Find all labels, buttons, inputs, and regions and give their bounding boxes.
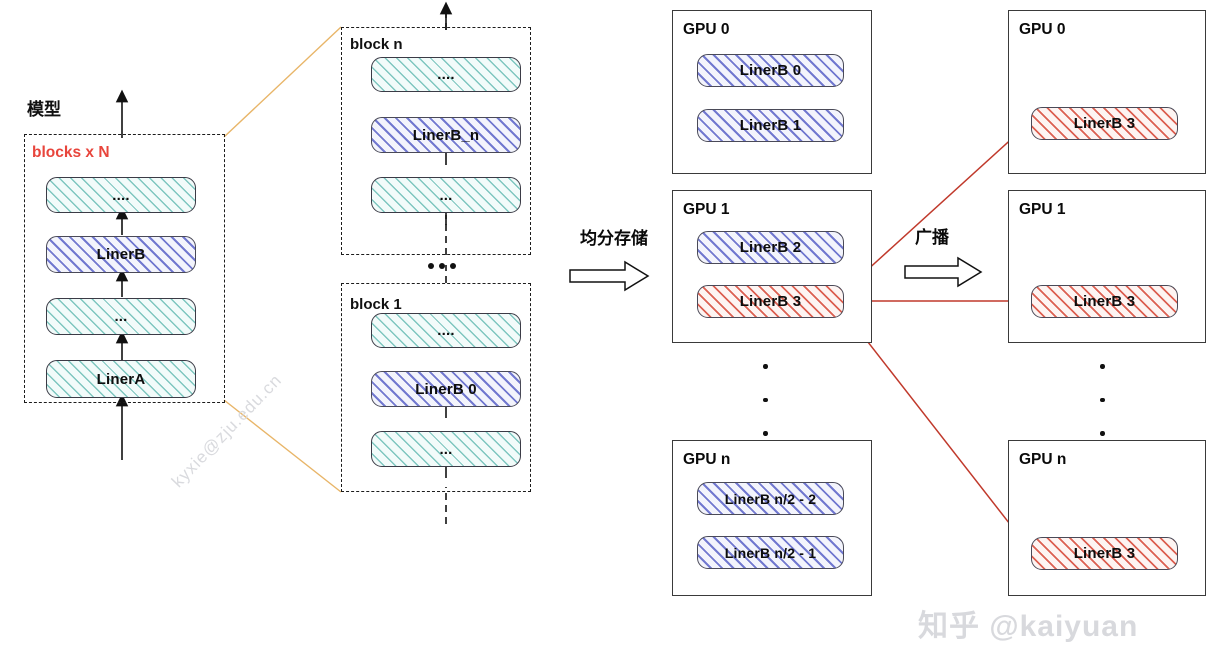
shard-column-ellipsis: [763, 364, 768, 465]
block-1-layer-linerb0: LinerB 0: [371, 371, 521, 407]
broadcast-gpu-0-box: [1008, 10, 1206, 174]
broadcast-label: 广播: [915, 228, 949, 247]
shard-gpu-0-item-0-text: LinerB 0: [739, 62, 802, 79]
block-1-layer-dots-bottom: ...: [371, 431, 521, 467]
block-n-layer-dots-top-text: ....: [437, 66, 455, 83]
blocks-dashed-container: [24, 134, 225, 403]
shard-gpu-n-title: GPU n: [683, 451, 731, 468]
shard-gpu-1-title: GPU 1: [683, 201, 730, 218]
model-layer-linerb-text: LinerB: [96, 246, 146, 263]
broadcast-gpu-n-title: GPU n: [1019, 451, 1067, 468]
shard-gpu-n-item-0: LinerB n/2 - 2: [697, 482, 844, 515]
shard-gpu-n-item-1-text: LinerB n/2 - 1: [724, 544, 817, 561]
blocks-ellipsis: [428, 263, 456, 269]
blocks-multiplier-label: blocks x N: [32, 144, 110, 161]
shard-gpu-1-item-0: LinerB 2: [697, 231, 844, 264]
shard-gpu-0-item-1-text: LinerB 1: [739, 117, 802, 134]
model-title: 模型: [27, 100, 61, 119]
broadcast-gpu-1-item-0: LinerB 3: [1031, 285, 1178, 318]
shard-label: 均分存储: [580, 229, 648, 248]
block-n-layer-linerb-text: LinerB_n: [412, 126, 480, 144]
model-layer-dots-top: ....: [46, 177, 196, 213]
model-layer-dots-mid: ...: [46, 298, 196, 335]
broadcast-gpu-1-item-0-text: LinerB 3: [1073, 293, 1136, 310]
block-1-layer-dots-bottom-text: ...: [439, 440, 453, 458]
shard-gpu-0-item-1: LinerB 1: [697, 109, 844, 142]
block-n-title: block n: [350, 36, 403, 53]
broadcast-gpu-0-title: GPU 0: [1019, 21, 1066, 38]
zhihu-watermark: 知乎 @kaiyuan: [918, 610, 1139, 643]
block-n-layer-dots-bottom: ...: [371, 177, 521, 213]
broadcast-gpu-0-item-0: LinerB 3: [1031, 107, 1178, 140]
block-1-title: block 1: [350, 296, 402, 313]
shard-gpu-n-item-0-text: LinerB n/2 - 2: [724, 490, 817, 507]
shard-gpu-1-item-0-text: LinerB 2: [739, 239, 802, 256]
shard-gpu-n-item-1: LinerB n/2 - 1: [697, 536, 844, 569]
model-layer-dots-top-text: ....: [112, 186, 130, 204]
shard-gpu-1-item-1-text: LinerB 3: [739, 293, 802, 310]
model-layer-linera-text: LinerA: [96, 370, 146, 388]
shard-gpu-1-item-1: LinerB 3: [697, 285, 844, 318]
block-1-layer-linerb0-text: LinerB 0: [415, 380, 477, 398]
broadcast-gpu-n-item-0-text: LinerB 3: [1073, 545, 1136, 562]
block-1-layer-dots-top-text: ....: [437, 322, 455, 339]
shard-gpu-0-item-0: LinerB 0: [697, 54, 844, 87]
shard-gpu-0-title: GPU 0: [683, 21, 730, 38]
model-layer-linera: LinerA: [46, 360, 196, 398]
broadcast-gpu-n-box: [1008, 440, 1206, 596]
block-n-container: [341, 27, 531, 255]
block-n-layer-dots-bottom-text: ...: [439, 186, 453, 204]
block-n-layer-linerb: LinerB_n: [371, 117, 521, 153]
broadcast-column-ellipsis: [1100, 364, 1105, 465]
shard-block-arrow: [569, 260, 650, 292]
broadcast-gpu-n-item-0: LinerB 3: [1031, 537, 1178, 570]
expand-connectors: [223, 26, 342, 493]
block-n-layer-dots-top: ....: [371, 57, 521, 92]
broadcast-arrows: [842, 123, 1029, 547]
block-1-container: [341, 283, 531, 492]
shard-gpu-0-box: [672, 10, 872, 174]
model-layer-dots-mid-text: ...: [114, 308, 128, 325]
shard-gpu-n-box: [672, 440, 872, 596]
model-layer-linerb: LinerB: [46, 236, 196, 273]
broadcast-gpu-1-title: GPU 1: [1019, 201, 1066, 218]
broadcast-block-arrow: [904, 256, 983, 288]
broadcast-gpu-0-item-0-text: LinerB 3: [1073, 115, 1136, 132]
block-1-layer-dots-top: ....: [371, 313, 521, 348]
